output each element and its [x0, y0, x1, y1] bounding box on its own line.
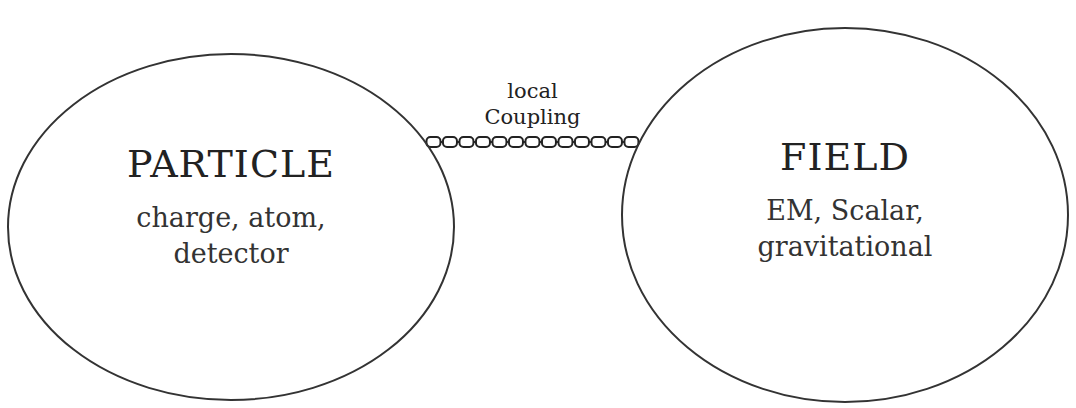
chain-link [624, 137, 638, 147]
ellipse-border [622, 28, 1068, 402]
node-body: charge, atom, detector [81, 200, 381, 273]
node-heading: FIELD [780, 135, 910, 179]
ellipse-node: PARTICLE charge, atom, detector [6, 52, 456, 402]
chain-link [608, 137, 622, 147]
chain-link [525, 137, 539, 147]
chain-link [443, 137, 457, 147]
ellipse-border [8, 54, 454, 400]
chain-link [591, 137, 605, 147]
edge-label: local Coupling [470, 78, 594, 131]
node-texts: FIELD EM, Scalar, gravitational [620, 26, 1070, 404]
chain-link [476, 137, 490, 147]
chain-link [575, 137, 589, 147]
ellipse-node: FIELD EM, Scalar, gravitational [620, 26, 1070, 404]
chain-connector-group [425, 137, 639, 147]
chain-link [492, 137, 506, 147]
node-body: EM, Scalar, gravitational [695, 193, 995, 266]
chain-link [459, 137, 473, 147]
node-texts: PARTICLE charge, atom, detector [6, 52, 456, 402]
node-heading: PARTICLE [127, 142, 335, 186]
chain-link [542, 137, 556, 147]
chain-link [558, 137, 572, 147]
chain-link [509, 137, 523, 147]
